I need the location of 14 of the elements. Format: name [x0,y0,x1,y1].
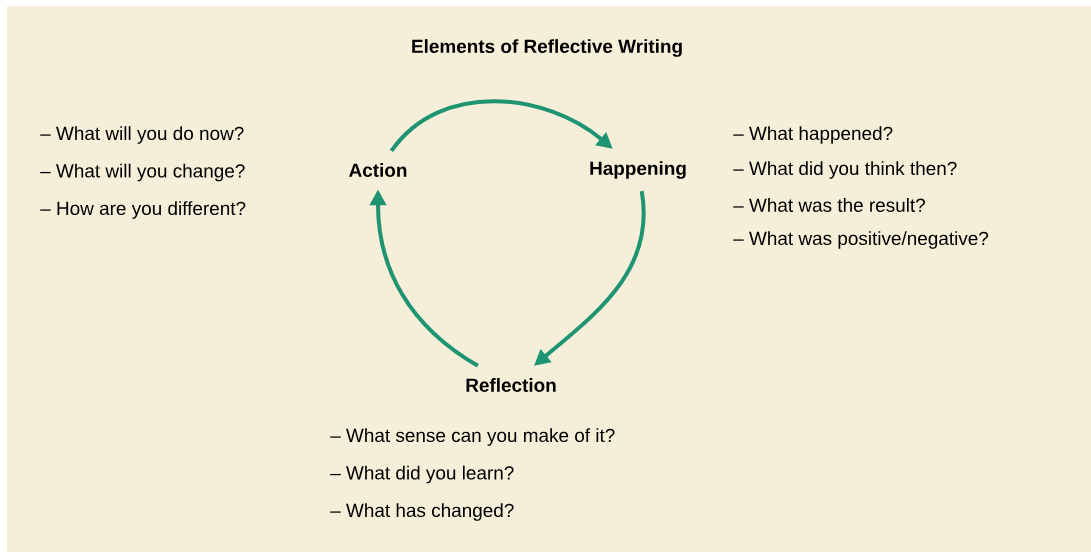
question-text: – What has changed? [330,503,514,521]
question-text: – What will you change? [40,163,245,182]
stage-label: Happening [590,161,686,179]
question-text: – What happened? [733,126,893,144]
stage-label: Reflection [466,378,556,392]
question-text: – What was the result? [733,198,925,212]
question-text: – What did you think then? [733,161,957,179]
title: Elements of Reflective Writing [412,39,682,57]
question-text: – What sense can you make of it? [330,428,615,446]
question-text: – What did you learn? [330,465,514,484]
question-text: – What was positive/negative? [733,231,989,249]
question-text: – What will you do now? [40,126,244,144]
stage-label: Action [349,163,407,177]
question-text: – How are you different? [40,201,246,219]
